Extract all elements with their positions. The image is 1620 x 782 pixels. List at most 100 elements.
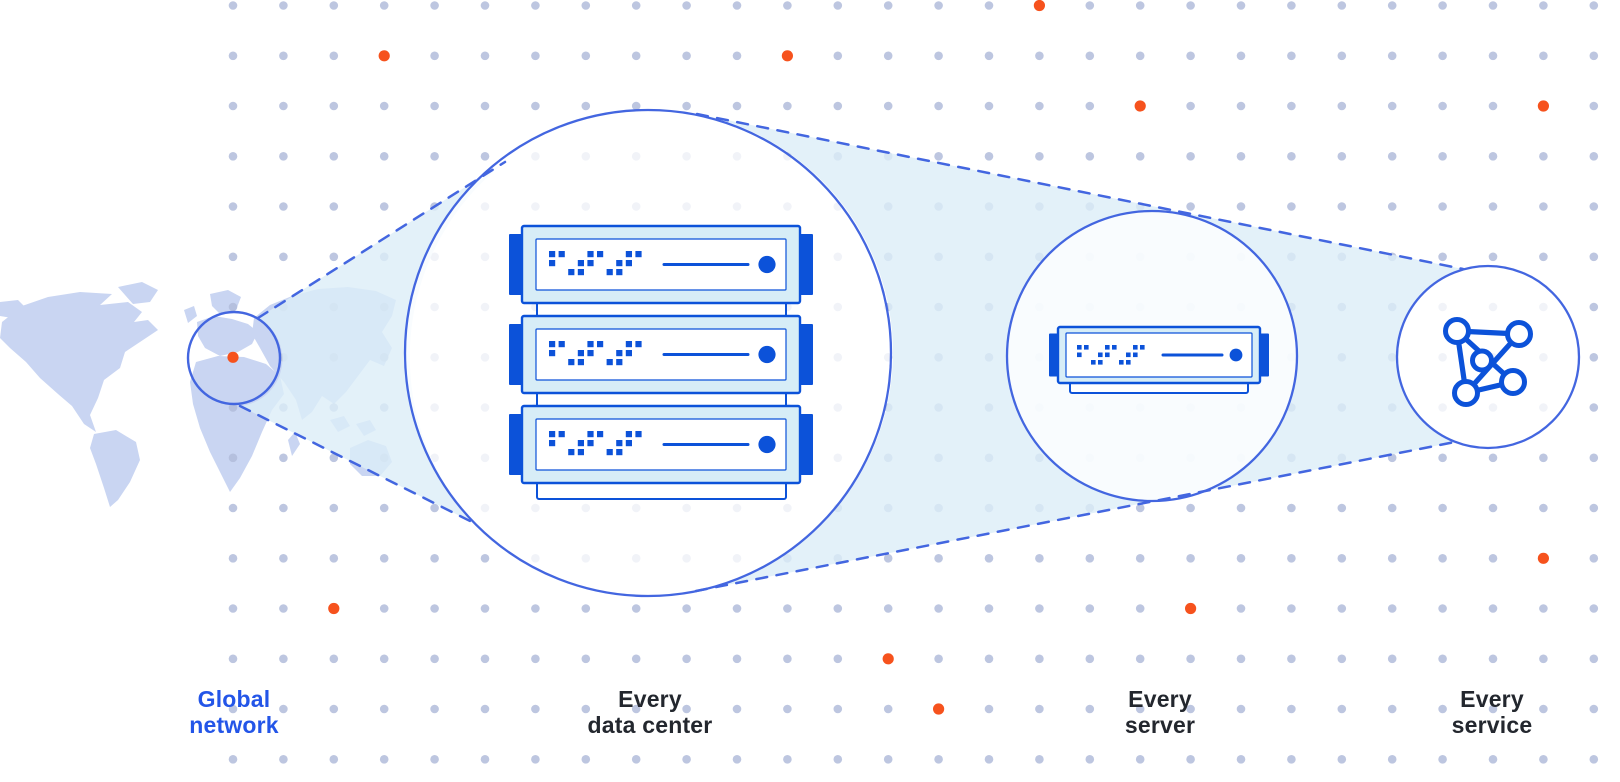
grid-dot — [783, 101, 792, 111]
grid-dot — [1287, 704, 1296, 714]
landmass-africa — [190, 356, 284, 492]
grid-dot — [883, 704, 893, 714]
grid-dot — [1589, 353, 1599, 362]
grid-dot — [228, 202, 238, 211]
grid-dot — [228, 101, 238, 111]
vent-pixel — [549, 440, 556, 447]
grid-dot — [1287, 202, 1296, 211]
grid-dot — [1488, 503, 1498, 513]
grid-dot — [1438, 704, 1447, 714]
vent-pixel — [549, 431, 556, 438]
grid-dot — [984, 101, 994, 111]
server-right-tab — [799, 414, 813, 475]
grid-dot — [329, 755, 339, 764]
grid-dot — [1387, 755, 1397, 764]
grid-dot — [430, 51, 439, 61]
grid-dot — [1135, 755, 1145, 764]
grid-dot — [1337, 101, 1347, 111]
grid-dot — [1589, 51, 1599, 61]
grid-dot — [1387, 654, 1397, 664]
grid-dot — [228, 604, 238, 613]
grid-dot — [1287, 51, 1296, 61]
grid-dot — [329, 704, 339, 714]
vent-pixel — [635, 341, 642, 348]
grid-dot — [783, 604, 792, 613]
grid-dot — [1236, 755, 1246, 764]
grid-dot — [682, 101, 691, 111]
grid-dot — [1085, 1, 1095, 10]
grid-dot — [279, 755, 288, 764]
grid-dot — [329, 654, 339, 664]
zoom-dash-top-left — [256, 160, 507, 320]
grid-dot — [1488, 1, 1498, 10]
grid-dot — [228, 51, 238, 61]
grid-dot — [1539, 202, 1548, 211]
grid-dot — [934, 1, 943, 10]
grid-dot — [531, 101, 540, 111]
grid-dot — [1387, 1, 1397, 10]
vent-pixel — [568, 449, 575, 456]
grid-dot — [1488, 101, 1498, 111]
grid-dot — [1488, 453, 1498, 463]
grid-dot — [732, 704, 742, 714]
vent-pixel — [549, 251, 556, 258]
vent-pixel — [587, 440, 594, 447]
grid-dot — [1236, 554, 1246, 563]
grid-dot — [783, 654, 792, 664]
grid-dot — [883, 604, 893, 613]
grid-dot — [279, 654, 288, 664]
vent-pixel — [587, 431, 594, 438]
grid-dot — [279, 252, 288, 262]
grid-dot — [1438, 202, 1447, 211]
grid-dot — [883, 755, 893, 764]
grid-dot — [1589, 704, 1599, 714]
grid-dot — [379, 554, 389, 563]
server-right-tab — [1259, 333, 1269, 377]
grid-dot — [1589, 202, 1599, 211]
grid-dot — [934, 101, 943, 111]
grid-dot — [1387, 604, 1397, 613]
grid-dot — [480, 101, 490, 111]
grid-dot — [984, 152, 994, 161]
grid-dot — [1236, 1, 1246, 10]
grid-dot-orange — [1537, 100, 1549, 112]
vent-pixel — [625, 440, 632, 447]
grid-dot — [430, 101, 439, 111]
grid-dot — [1035, 101, 1044, 111]
grid-dot-orange — [227, 351, 239, 363]
grid-dot — [1236, 604, 1246, 613]
vent-pixel — [568, 269, 575, 276]
mesh-node-top-left — [1443, 317, 1471, 345]
stage-label-line1: Global — [197, 686, 271, 712]
grid-dot — [1287, 152, 1296, 161]
grid-dot — [480, 152, 490, 161]
vent-pixel — [606, 359, 613, 366]
grid-dot — [329, 554, 339, 563]
grid-dot — [1488, 51, 1498, 61]
grid-dot — [1438, 503, 1447, 513]
vent-pixel — [549, 341, 556, 348]
grid-dot — [1186, 1, 1195, 10]
vent-pixel — [606, 449, 613, 456]
grid-dot — [1236, 704, 1246, 714]
grid-dot — [783, 1, 792, 10]
grid-dot — [1387, 152, 1397, 161]
grid-dot — [379, 101, 389, 111]
server-icon — [1049, 325, 1269, 394]
grid-dot — [329, 1, 339, 10]
vent-pixel — [568, 359, 575, 366]
zoom-dash-bottom-right — [694, 440, 1457, 593]
grid-dot — [228, 403, 238, 412]
grid-dot — [631, 1, 641, 10]
grid-dot — [631, 654, 641, 664]
grid-dot — [833, 755, 843, 764]
grid-dot — [430, 503, 439, 513]
grid-dot — [1035, 704, 1044, 714]
server-right-tab — [799, 234, 813, 295]
grid-dot — [984, 1, 994, 10]
server-rack-icon — [509, 224, 813, 500]
stage-label-every-data-center: Every data center — [530, 686, 770, 738]
grid-dot — [581, 51, 591, 61]
grid-dot — [1035, 654, 1044, 664]
